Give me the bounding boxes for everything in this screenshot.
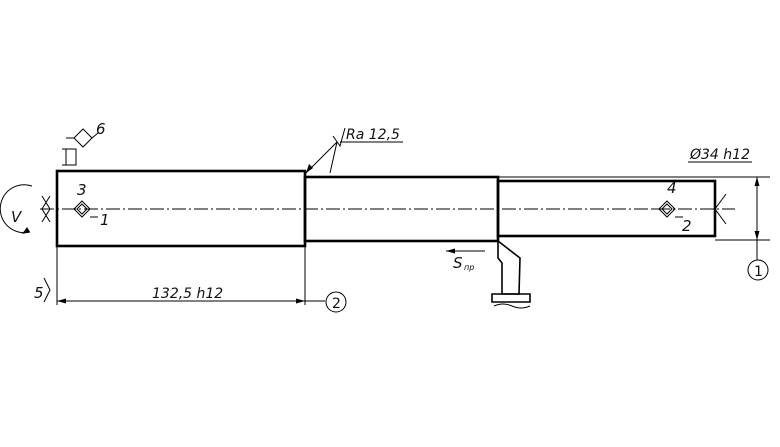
base-number-1: 1 — [100, 211, 110, 229]
support-symbol — [43, 277, 51, 303]
circled-number-2 — [325, 291, 347, 313]
rotation-label: V — [11, 208, 23, 226]
right-center-marker — [714, 193, 727, 225]
base-symbol-clamp — [62, 128, 99, 166]
base-number-4: 4 — [667, 179, 677, 197]
length-label: 132,5 h12 — [152, 286, 223, 302]
circled-number-2-label: 2 — [332, 296, 341, 312]
diameter-label: Ø34 h12 — [689, 147, 750, 163]
feed-label: S — [453, 254, 463, 272]
rotation-arrowhead — [22, 227, 30, 234]
cutting-tool — [491, 239, 531, 309]
base-symbol-left — [66, 200, 98, 218]
length-dimension — [56, 246, 325, 305]
rotation-arc — [0, 184, 33, 234]
feed-subscript: пр — [464, 263, 474, 272]
roughness-label: Ra 12,5 — [346, 127, 400, 143]
left-center-marker — [41, 195, 51, 223]
circled-number-1-label: 1 — [754, 264, 763, 280]
shaft-step-left — [55, 169, 307, 248]
base-number-5: 5 — [34, 284, 44, 302]
roughness-callout — [305, 127, 403, 174]
diameter-dimension — [498, 161, 770, 260]
circled-number-1 — [747, 259, 769, 281]
feed-arrow — [446, 248, 485, 254]
base-number-2: 2 — [682, 217, 692, 235]
base-symbol-right — [651, 200, 683, 218]
base-number-3: 3 — [77, 181, 87, 199]
base-number-6: 6 — [96, 120, 106, 138]
